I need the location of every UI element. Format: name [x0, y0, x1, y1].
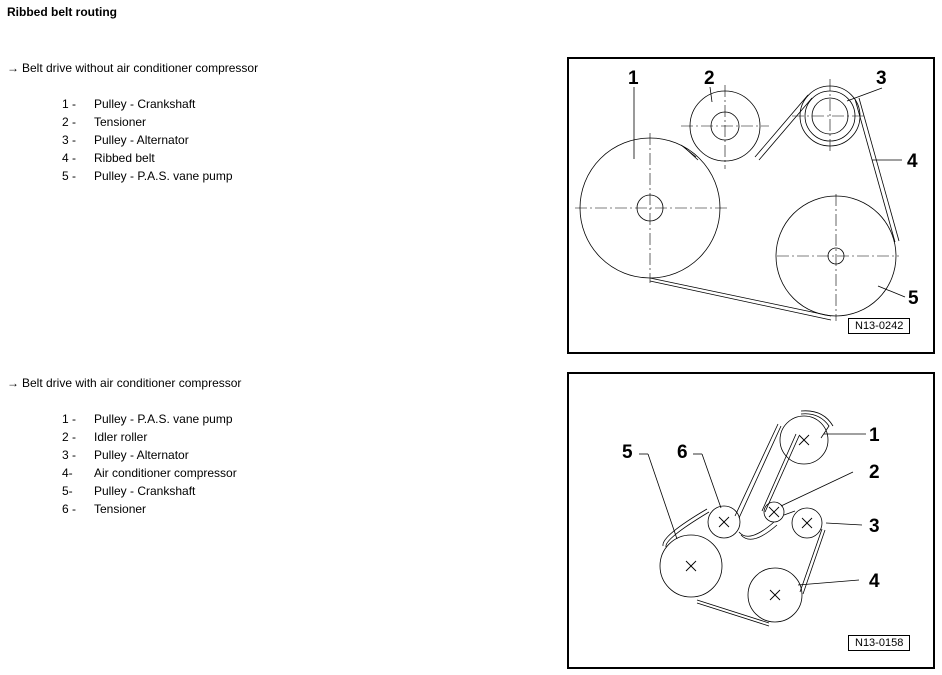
section1-heading-text: Belt drive without air conditioner compr…	[22, 61, 259, 75]
section2-legend: 1 -Pulley - P.A.S. vane pump 2 -Idler ro…	[62, 410, 237, 518]
legend-item: 3 -Pulley - Alternator	[62, 448, 189, 462]
callout-3: 3	[869, 516, 880, 537]
page-title: Ribbed belt routing	[7, 5, 117, 19]
belt-diagram-2: 1 2 3 4 5 6	[622, 410, 880, 627]
callout-3: 3	[876, 68, 887, 89]
callout-2: 2	[869, 462, 880, 483]
figure-id-label: N13-0158	[848, 635, 911, 651]
section1-legend: 1 -Pulley - Crankshaft 2 -Tensioner 3 -P…	[62, 95, 233, 185]
legend-item: 4 -Ribbed belt	[62, 151, 155, 165]
callout-1: 1	[869, 425, 880, 446]
legend-item: 2 -Tensioner	[62, 115, 147, 129]
legend-item: 5 -Pulley - P.A.S. vane pump	[62, 169, 233, 183]
belt-diagram-1: 1 2 3 4 5	[575, 68, 919, 321]
legend-item: 3 -Pulley - Alternator	[62, 133, 189, 147]
callout-4: 4	[869, 571, 880, 592]
legend-item: 1 -Pulley - P.A.S. vane pump	[62, 412, 233, 426]
callout-1: 1	[628, 68, 639, 89]
legend-item: 6 -Tensioner	[62, 502, 147, 516]
arrow-right-icon: →	[7, 376, 19, 390]
section2-heading-text: Belt drive with air conditioner compress…	[22, 376, 242, 390]
figure-belt-drive-with-ac: 1 2 3 4 5 6 N13-0158	[567, 372, 935, 669]
callout-5: 5	[908, 288, 919, 309]
figure-belt-drive-without-ac: 1 2 3 4 5 N13-0242	[567, 57, 935, 354]
callout-2: 2	[704, 68, 715, 89]
legend-item: 5-Pulley - Crankshaft	[62, 484, 196, 498]
callout-4: 4	[907, 151, 918, 172]
legend-item: 4-Air conditioner compressor	[62, 466, 237, 480]
section2-heading: →Belt drive with air conditioner compres…	[7, 376, 241, 390]
figure-id-label: N13-0242	[848, 318, 911, 334]
legend-item: 1 -Pulley - Crankshaft	[62, 97, 196, 111]
legend-item: 2 -Idler roller	[62, 430, 148, 444]
arrow-right-icon: →	[7, 61, 19, 75]
callout-6: 6	[677, 442, 688, 463]
callout-5: 5	[622, 442, 633, 463]
section1-heading: →Belt drive without air conditioner comp…	[7, 61, 258, 75]
